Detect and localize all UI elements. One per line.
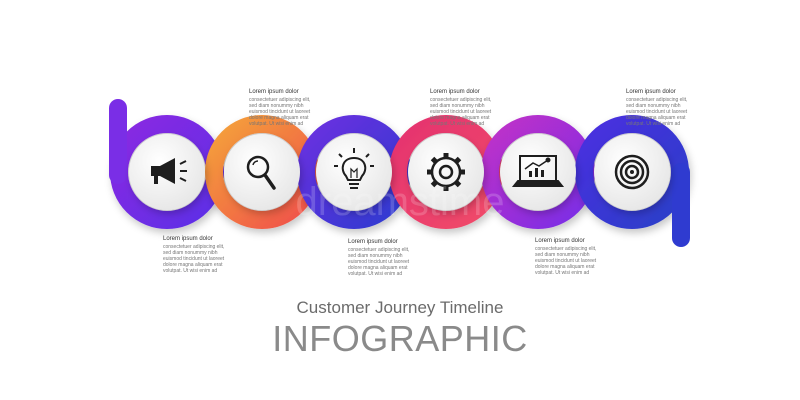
watermark: dreamstime (296, 180, 505, 224)
main-title: INFOGRAPHIC (272, 318, 528, 359)
step-5-title: Lorem ipsum dolor (535, 238, 585, 244)
target-icon (614, 154, 650, 190)
step-4-body: consectetuer adipiscing elit, sed diam n… (430, 97, 492, 127)
subtitle: Customer Journey Timeline (296, 298, 504, 317)
step-1-text: Lorem ipsum dolor consectetuer adipiscin… (163, 236, 229, 274)
step-1-body: consectetuer adipiscing elit, sed diam n… (163, 244, 225, 274)
step-3-body: consectetuer adipiscing elit, sed diam n… (348, 247, 410, 277)
step-2-text: Lorem ipsum dolor consectetuer adipiscin… (249, 89, 315, 127)
step-6-title: Lorem ipsum dolor (626, 89, 676, 95)
disc-4 (408, 134, 484, 210)
step-5-body: consectetuer adipiscing elit, sed diam n… (535, 246, 597, 276)
step-5-text: Lorem ipsum dolor consectetuer adipiscin… (535, 238, 601, 276)
step-3-text: Lorem ipsum dolor consectetuer adipiscin… (348, 239, 414, 277)
step-2-title: Lorem ipsum dolor (249, 89, 299, 95)
step-3-title: Lorem ipsum dolor (348, 239, 398, 245)
gear-icon (427, 153, 465, 191)
laptop-chart-icon (511, 155, 565, 187)
step-6-text: Lorem ipsum dolor consectetuer adipiscin… (626, 89, 692, 127)
disc-2 (224, 134, 300, 210)
step-2-body: consectetuer adipiscing elit, sed diam n… (249, 97, 311, 127)
light-bulb-icon (334, 148, 374, 189)
step-1-title: Lorem ipsum dolor (163, 236, 213, 242)
ribbon (109, 99, 690, 247)
step-6-body: consectetuer adipiscing elit, sed diam n… (626, 97, 688, 127)
magnifier-icon (246, 155, 276, 190)
step-4-text: Lorem ipsum dolor consectetuer adipiscin… (430, 89, 496, 127)
step-4-title: Lorem ipsum dolor (430, 89, 480, 95)
megaphone-icon (151, 158, 187, 184)
